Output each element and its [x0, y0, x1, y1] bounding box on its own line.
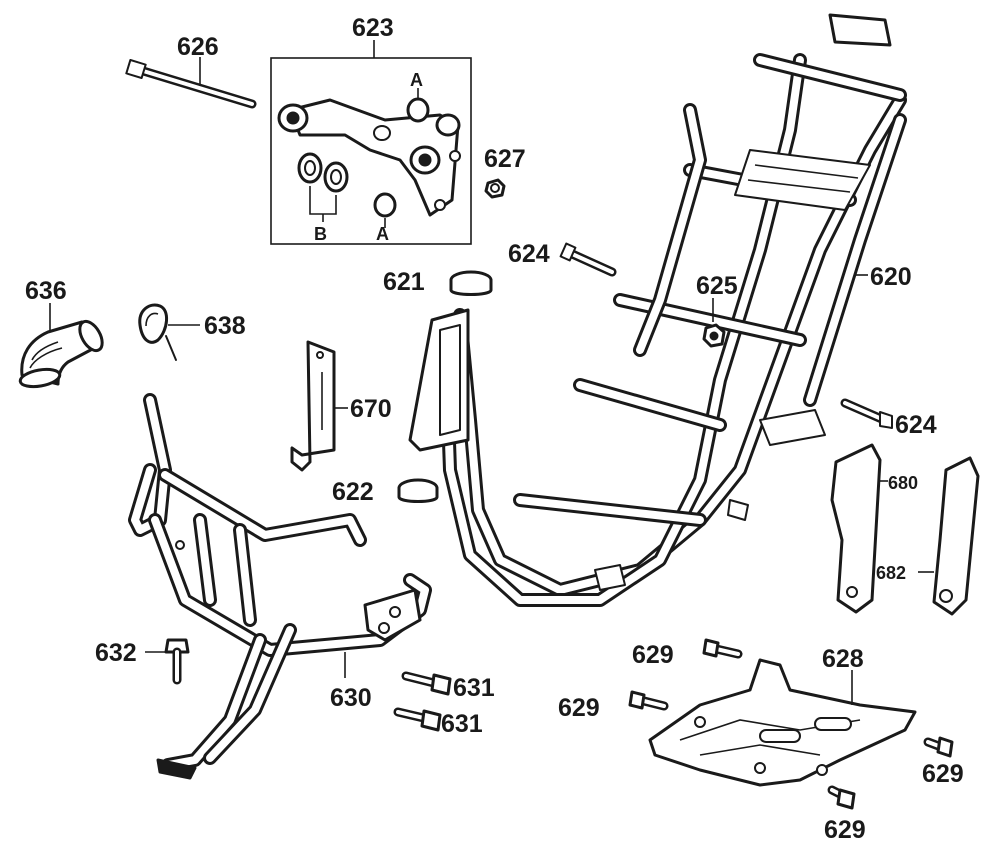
label-670: 670	[350, 395, 392, 423]
label-620: 620	[870, 263, 912, 291]
label-630: 630	[330, 684, 372, 712]
part-629-bolt-a	[702, 638, 743, 659]
label-624-upper: 624	[508, 240, 550, 268]
label-636: 636	[25, 277, 67, 305]
label-625: 625	[696, 272, 738, 300]
label-638: 638	[204, 312, 246, 340]
part-628-skid-plate	[648, 658, 917, 787]
label-627: 627	[484, 145, 526, 173]
part-624-bolt-upper	[559, 242, 617, 277]
label-623: 623	[352, 14, 394, 42]
part-629-bolt-c	[923, 736, 954, 758]
label-629-c: 629	[922, 760, 964, 788]
part-670-mount-plate	[290, 340, 336, 472]
part-623-bracket-kit	[270, 40, 472, 245]
part-636-intake-hose	[18, 319, 104, 389]
label-680: 680	[888, 473, 918, 493]
part-624-bolt-lower	[840, 398, 893, 429]
label-622: 622	[332, 478, 374, 506]
part-627-nut	[484, 178, 506, 199]
part-625-nut	[702, 323, 726, 348]
label-629-a: 629	[632, 641, 674, 669]
label-621: 621	[383, 268, 425, 296]
part-631-bolt-upper	[401, 671, 452, 696]
part-630-center-stand	[128, 393, 432, 780]
label-682: 682	[876, 563, 906, 583]
part-626-long-bolt	[125, 58, 257, 109]
part-622-bearing-cup	[397, 478, 439, 503]
part-638-hose-clamp	[138, 303, 177, 361]
part-682-side-plate	[932, 456, 980, 616]
part-631-bolt-lower	[393, 707, 442, 732]
label-sub-a-top: A	[410, 70, 423, 90]
label-626: 626	[177, 33, 219, 61]
part-629-bolt-d	[827, 785, 856, 810]
label-632: 632	[95, 639, 137, 667]
label-629-b: 629	[558, 694, 600, 722]
label-631-lower: 631	[441, 710, 483, 738]
label-sub-b: B	[314, 224, 327, 244]
label-sub-a-bottom: A	[376, 224, 389, 244]
label-629-d: 629	[824, 816, 866, 844]
part-629-bolt-b	[628, 690, 669, 711]
label-624-lower: 624	[895, 411, 937, 439]
part-621-bearing-cup	[449, 270, 493, 296]
part-632-bolt	[164, 638, 190, 685]
part-620-main-frame	[408, 13, 907, 607]
kit-623-box	[270, 57, 472, 245]
part-680-side-plate	[830, 443, 882, 614]
label-631-upper: 631	[453, 674, 495, 702]
label-628: 628	[822, 645, 864, 673]
